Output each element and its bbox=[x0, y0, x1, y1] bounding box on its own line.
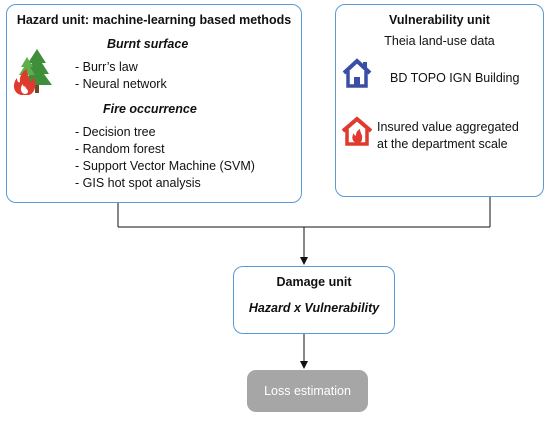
fire-occurrence-item: - GIS hot spot analysis bbox=[75, 176, 201, 190]
house-fire-icon bbox=[341, 116, 373, 146]
hazard-unit-box: Hazard unit: machine-learning based meth… bbox=[6, 4, 302, 203]
forest-fire-icon bbox=[13, 49, 52, 95]
hazard-unit-title: Hazard unit: machine-learning based meth… bbox=[16, 13, 292, 27]
house-icon bbox=[342, 58, 372, 88]
insured-value-line2: at the department scale bbox=[377, 137, 508, 151]
vulnerability-unit-title: Vulnerability unit bbox=[389, 13, 490, 27]
land-use-label: Theia land-use data bbox=[384, 34, 495, 48]
burnt-surface-item: - Neural network bbox=[75, 77, 167, 91]
building-data-label: BD TOPO IGN Building bbox=[390, 71, 520, 85]
vulnerability-unit-box: Vulnerability unit Theia land-use data B… bbox=[335, 4, 544, 197]
fire-occurrence-item: - Decision tree bbox=[75, 125, 156, 139]
insured-value-line1: Insured value aggregated bbox=[377, 120, 519, 134]
loss-estimation-box: Loss estimation bbox=[247, 370, 368, 412]
damage-formula: Hazard x Vulnerability bbox=[248, 301, 380, 315]
fire-occurrence-item: - Support Vector Machine (SVM) bbox=[75, 159, 255, 173]
burnt-surface-item: - Burr’s law bbox=[75, 60, 138, 74]
burnt-surface-heading: Burnt surface bbox=[107, 37, 189, 51]
fire-occurrence-item: - Random forest bbox=[75, 142, 165, 156]
damage-unit-box: Damage unit Hazard x Vulnerability bbox=[233, 266, 395, 334]
damage-unit-title: Damage unit bbox=[276, 275, 352, 289]
fire-occurrence-heading: Fire occurrence bbox=[103, 102, 197, 116]
